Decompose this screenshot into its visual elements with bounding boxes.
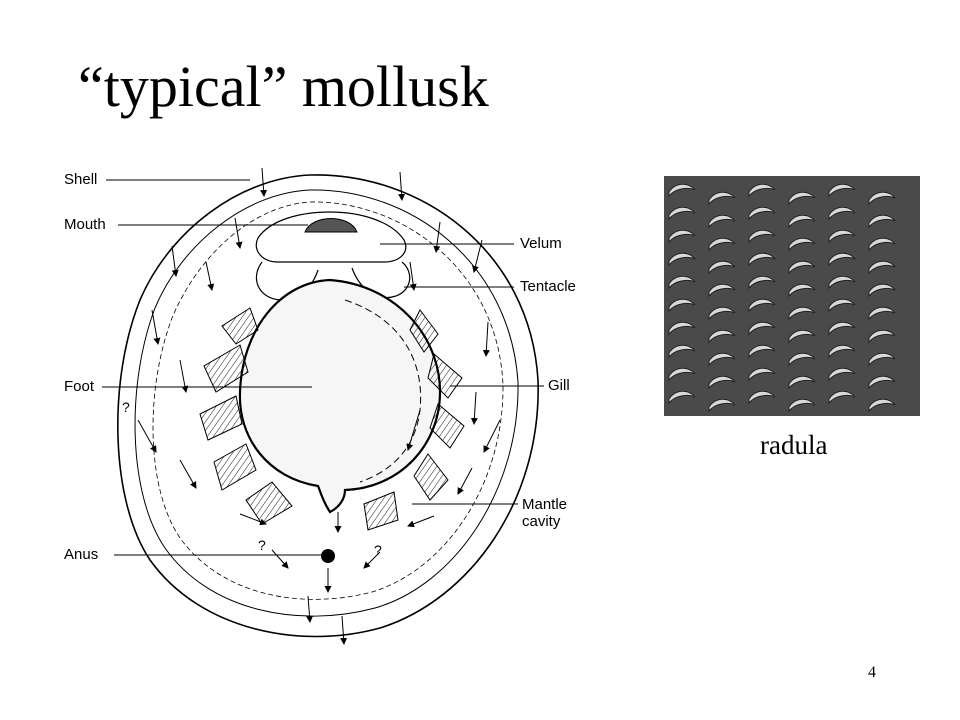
foot: [238, 278, 442, 514]
radula-tooth: [748, 229, 776, 244]
foot-edge: [344, 299, 422, 483]
radula-tooth: [828, 344, 856, 359]
label-mantle-cavity-line1: Mantle: [522, 496, 568, 513]
radula-tooth: [708, 352, 736, 367]
radula-tooth: [868, 352, 896, 367]
radula-tooth: [748, 367, 776, 382]
radula-tooth: [788, 191, 816, 206]
radula-tooth: [868, 329, 896, 344]
radula-tooth: [708, 260, 736, 275]
radula-tooth: [868, 306, 896, 321]
tentacle-right: [351, 261, 411, 299]
mollusk-diagram: ? ? ?: [102, 167, 544, 645]
radula-tooth: [668, 229, 696, 244]
radula-tooth: [668, 275, 696, 290]
radula-caption: radula: [760, 430, 828, 460]
radula-photo: [664, 176, 920, 416]
radula-tooth: [868, 283, 896, 298]
mouth: [304, 218, 358, 233]
radula-tooth: [748, 275, 776, 290]
radula-tooth: [668, 367, 696, 382]
radula-tooth: [868, 237, 896, 252]
anus-dot: [321, 549, 335, 563]
question-mark-left: ?: [122, 399, 130, 415]
radula-tooth: [668, 206, 696, 221]
radula-tooth: [828, 206, 856, 221]
label-shell: Shell: [64, 171, 98, 188]
velum: [255, 211, 407, 263]
radula-tooth: [668, 298, 696, 313]
radula-tooth: [668, 321, 696, 336]
label-velum: Velum: [520, 235, 562, 252]
page-number: 4: [868, 664, 876, 681]
radula-tooth: [748, 344, 776, 359]
question-mark-bottom-left: ?: [258, 537, 266, 553]
radula-tooth: [748, 183, 776, 198]
radula-tooth: [788, 260, 816, 275]
radula-tooth: [748, 390, 776, 405]
gills-left: [199, 307, 293, 525]
leader-lines: [102, 179, 544, 556]
radula-tooth: [828, 275, 856, 290]
radula-tooth: [668, 252, 696, 267]
label-mouth: Mouth: [64, 216, 106, 233]
label-anus: Anus: [64, 546, 99, 563]
radula-tooth: [668, 344, 696, 359]
label-mantle-cavity: Mantle cavity: [522, 496, 567, 531]
radula-tooth: [748, 252, 776, 267]
radula-tooth: [748, 298, 776, 313]
radula-tooth: [748, 321, 776, 336]
radula-tooth: [708, 398, 736, 413]
inner-mantle-outline: [152, 201, 504, 600]
radula-tooth: [828, 321, 856, 336]
radula-tooth: [708, 283, 736, 298]
radula-tooth: [708, 306, 736, 321]
radula-tooth: [788, 283, 816, 298]
radula-tooth: [708, 191, 736, 206]
radula-tooth: [788, 329, 816, 344]
radula-tooth: [788, 214, 816, 229]
radula-tooth: [788, 352, 816, 367]
radula-tooth: [828, 367, 856, 382]
shell-outline: [117, 174, 539, 638]
label-mantle-cavity-line2: cavity: [522, 513, 561, 531]
radula-tooth: [708, 375, 736, 390]
radula-tooth: [868, 375, 896, 390]
radula-tooth: [868, 191, 896, 206]
radula-tooth: [828, 183, 856, 198]
mantle-outline: [134, 189, 519, 617]
radula-tooth: [828, 390, 856, 405]
radula-tooth: [788, 375, 816, 390]
radula-tooth: [668, 390, 696, 405]
slide-title: “typical” mollusk: [78, 54, 489, 119]
radula-tooth: [708, 329, 736, 344]
radula-tooth: [748, 206, 776, 221]
radula-tooth: [708, 237, 736, 252]
radula-tooth: [708, 214, 736, 229]
radula-tooth: [828, 229, 856, 244]
radula-tooth: [868, 214, 896, 229]
radula-tooth: [828, 252, 856, 267]
label-tentacle: Tentacle: [520, 278, 576, 295]
radula-tooth: [788, 398, 816, 413]
radula-tooth: [788, 237, 816, 252]
radula-tooth: [788, 306, 816, 321]
radula-tooth: [828, 298, 856, 313]
gills-right: [363, 309, 465, 531]
label-gill: Gill: [548, 377, 570, 394]
radula-tooth: [868, 398, 896, 413]
question-mark-bottom-right: ?: [374, 542, 382, 558]
water-current-arrows: [137, 167, 501, 645]
label-foot: Foot: [64, 378, 95, 395]
radula-tooth: [668, 183, 696, 198]
radula-tooth: [868, 260, 896, 275]
